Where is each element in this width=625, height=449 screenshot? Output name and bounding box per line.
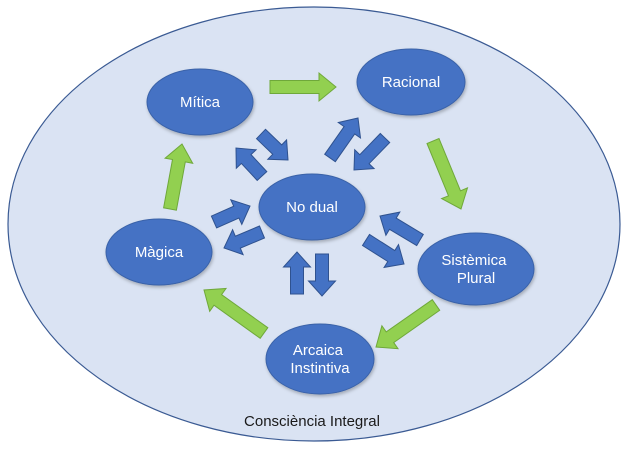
node-magica-label: Màgica	[135, 244, 184, 261]
arrow-nodual-to-arcaica	[307, 253, 337, 297]
node-mitica-label: Mítica	[180, 94, 221, 111]
node-arcaica-label: Arcaica Instintiva	[290, 342, 350, 377]
arrow-mitica-to-nodual	[255, 128, 289, 161]
node-magica-line-1: Màgica	[135, 244, 184, 261]
node-racional-label: Racional	[382, 74, 440, 91]
node-no-dual-label: No dual	[286, 199, 338, 216]
arrow-sistemica-to-nodual	[379, 211, 424, 247]
arrow-nodual-to-mitica	[235, 147, 268, 182]
node-arcaica	[265, 323, 375, 395]
node-no-dual-line-1: No dual	[286, 199, 338, 216]
node-sistemica-line-2: Plural	[457, 270, 495, 287]
arrow-nodual-to-sistemica	[361, 233, 405, 269]
node-sistemica-label: Sistèmica Plural	[441, 252, 510, 287]
arrow-arcaica-to-nodual	[282, 251, 312, 295]
node-mitica	[146, 68, 254, 136]
arrow-racional-to-sistemica	[426, 137, 469, 210]
arrow-racional-to-nodual	[353, 132, 391, 171]
arrow-arcaica-to-magica	[203, 287, 269, 339]
arrow-magica-to-nodual	[210, 198, 251, 229]
arrow-nodual-to-racional	[324, 117, 362, 163]
node-racional	[356, 48, 466, 116]
node-arcaica-line-2: Instintiva	[290, 360, 350, 377]
node-sistemica-line-1: Sistèmica	[441, 252, 507, 269]
node-racional-line-1: Racional	[382, 74, 440, 91]
arrow-mitica-to-racional	[269, 71, 337, 103]
node-arcaica-line-1: Arcaica	[293, 342, 344, 359]
node-mitica-line-1: Mítica	[180, 94, 221, 111]
node-magica	[105, 218, 213, 286]
node-no-dual	[258, 173, 366, 241]
diagram-caption: Consciència Integral	[244, 413, 380, 430]
node-sistemica	[417, 232, 535, 306]
arrow-sistemica-to-arcaica	[375, 299, 441, 350]
arrow-magica-to-mitica	[163, 143, 194, 211]
arrow-nodual-to-magica	[223, 225, 266, 256]
blue-exchange-arrows	[210, 117, 424, 297]
green-cycle-arrows	[163, 71, 469, 350]
